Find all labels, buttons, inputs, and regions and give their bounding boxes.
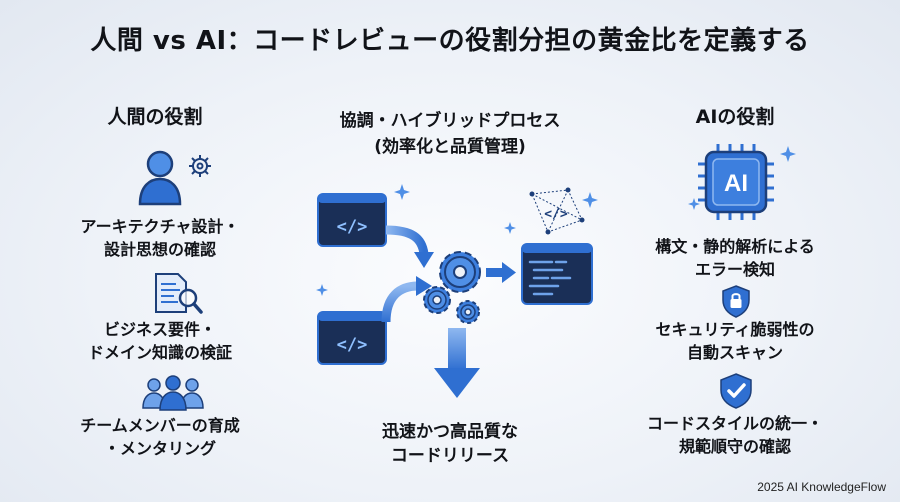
sparkle-icon (316, 184, 598, 296)
code-symbol: </> (337, 217, 368, 237)
arrow-to-output (486, 268, 504, 277)
code-style-label: コードスタイルの統一・ 規範順守の確認 (646, 414, 823, 456)
arrow-top-to-gears (385, 225, 429, 255)
security-scan-label: セキュリティ脆弱性の 自動スキャン (655, 320, 815, 362)
static-analysis-label: 構文・静的解析による エラー検知 (655, 237, 815, 279)
down-arrow (434, 328, 480, 398)
business-requirements-label: ビジネス要件・ ドメイン知識の検証 (87, 320, 232, 362)
credit-text: 2025 AI KnowledgeFlow (757, 480, 886, 494)
check-shield-icon (719, 372, 753, 410)
result-label: 迅速かつ高品質な コードリリース (382, 422, 518, 466)
human-roles-heading: 人間の役割 (107, 106, 203, 128)
ai-chip-icon: AI (680, 140, 800, 224)
code-window-bottom-icon: </> (317, 311, 387, 365)
output-window-icon (521, 243, 593, 305)
lock-shield-icon (721, 284, 751, 318)
architecture-review-label: アーキテクチャ設計・ 設計思想の確認 (80, 217, 240, 259)
gears-icon (423, 251, 481, 324)
person-gear-icon (130, 146, 220, 208)
hybrid-process-heading: 協調・ハイブリッドプロセス (効率化と品質管理) (339, 111, 561, 157)
hybrid-process-diagram: </> </> (300, 172, 610, 402)
network-code-symbol: </> (544, 207, 568, 222)
ai-chip-label: AI (724, 170, 748, 197)
arrow-bottom-to-gears (381, 281, 419, 323)
team-mentoring-label: チームメンバーの育成 ・メンタリング (80, 416, 240, 458)
code-symbol: </> (337, 335, 368, 355)
page-title: 人間 vs AI：コードレビューの役割分担の黄金比を定義する (90, 26, 810, 56)
team-icon (140, 374, 206, 412)
code-window-top-icon: </> (317, 193, 387, 247)
ai-network-icon: </> (529, 187, 585, 235)
document-magnifier-icon (150, 272, 204, 316)
ai-roles-heading: AIの役割 (695, 106, 775, 128)
